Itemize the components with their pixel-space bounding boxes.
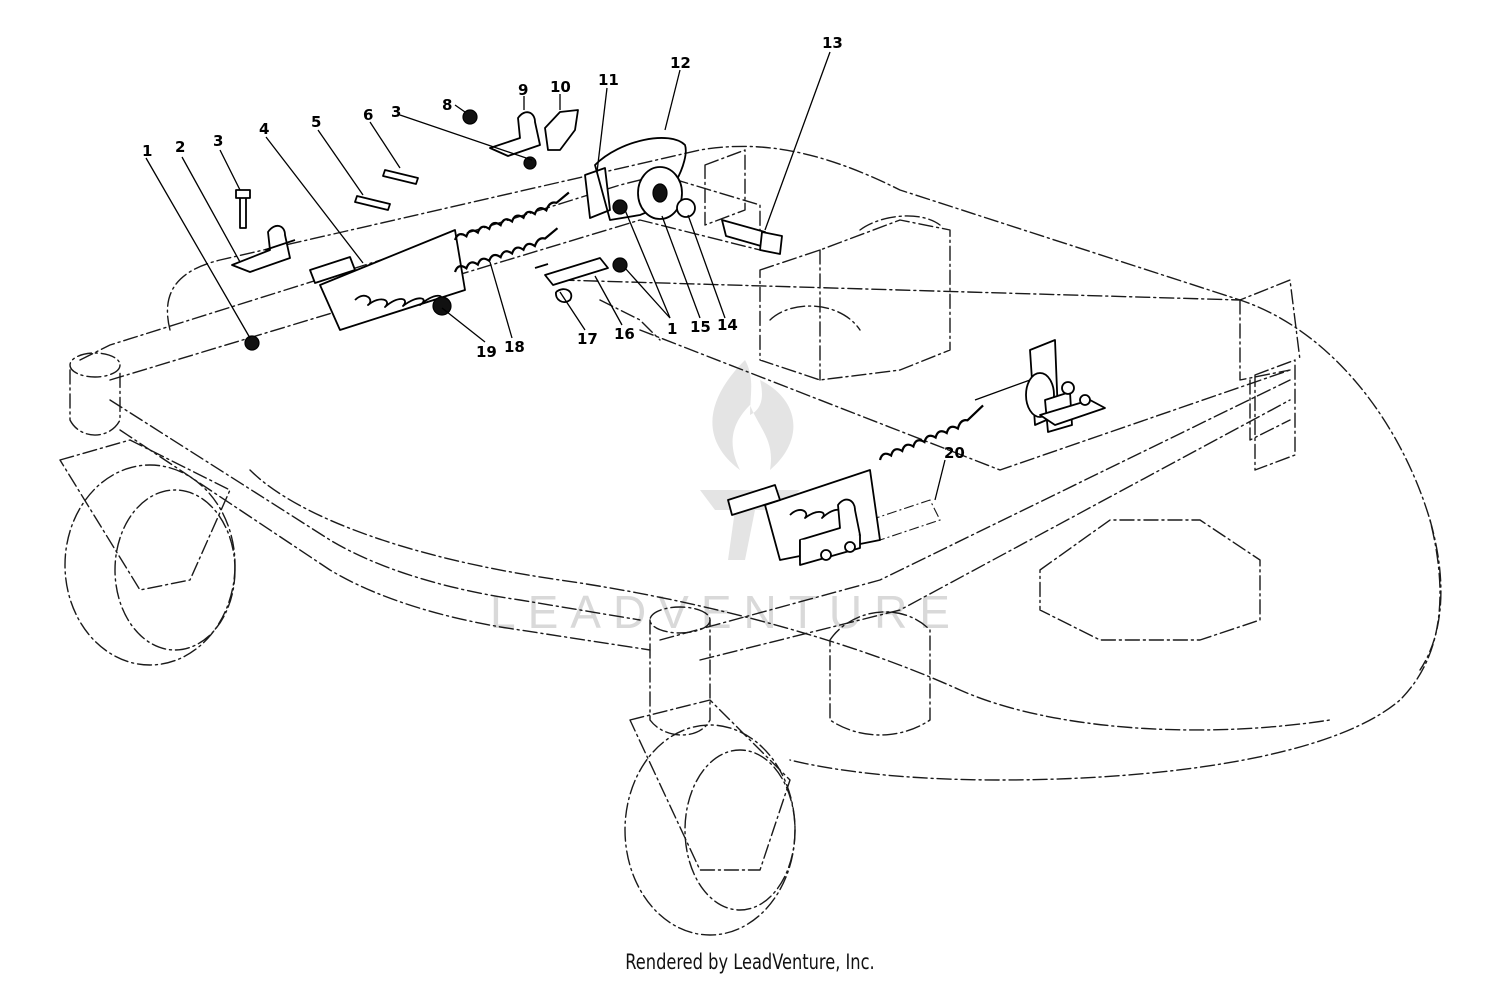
right-lift-assembly	[727, 339, 1106, 566]
callout-18: 18	[504, 338, 525, 356]
callout-15: 15	[690, 318, 711, 336]
callout-3-left: 3	[213, 132, 223, 150]
spring-upper	[453, 191, 570, 241]
idler-bracket	[584, 167, 611, 219]
callout-1-left: 1	[142, 142, 152, 160]
callout-6: 6	[363, 106, 373, 124]
bushing	[432, 296, 452, 316]
lift-rod	[309, 256, 356, 284]
right-spring	[878, 404, 984, 461]
callout-11: 11	[598, 71, 619, 89]
callout-20: 20	[944, 444, 965, 462]
left-lift-assembly	[231, 169, 570, 351]
callout-9: 9	[518, 81, 528, 99]
idler-assembly	[462, 109, 783, 303]
callout-12: 12	[670, 54, 691, 72]
watermark-text: LEADVENTURE	[490, 586, 962, 638]
callout-19: 19	[476, 343, 497, 361]
nut	[244, 335, 260, 351]
callouts: 1 2 3 4 5 6 3 8 9 10 11 12 13 19 18 17 1…	[142, 34, 965, 462]
leader-lines	[145, 51, 946, 501]
callout-1-center: 1	[667, 320, 677, 338]
callout-16: 16	[614, 325, 635, 343]
lift-plate	[319, 229, 466, 331]
callout-10: 10	[550, 78, 571, 96]
callout-17: 17	[577, 330, 598, 348]
callout-13: 13	[822, 34, 843, 52]
angle-bracket	[231, 225, 291, 273]
callout-5: 5	[311, 113, 321, 131]
render-credit: Rendered by LeadVenture, Inc.	[625, 950, 875, 974]
callout-3-center: 3	[391, 103, 401, 121]
deck-outline	[59, 145, 1442, 936]
callout-14: 14	[717, 316, 738, 334]
watermark: LEADVENTURE	[490, 360, 962, 638]
callout-4: 4	[259, 120, 269, 138]
spring-lower	[453, 227, 559, 273]
callout-8: 8	[442, 96, 452, 114]
callout-2: 2	[175, 138, 185, 156]
